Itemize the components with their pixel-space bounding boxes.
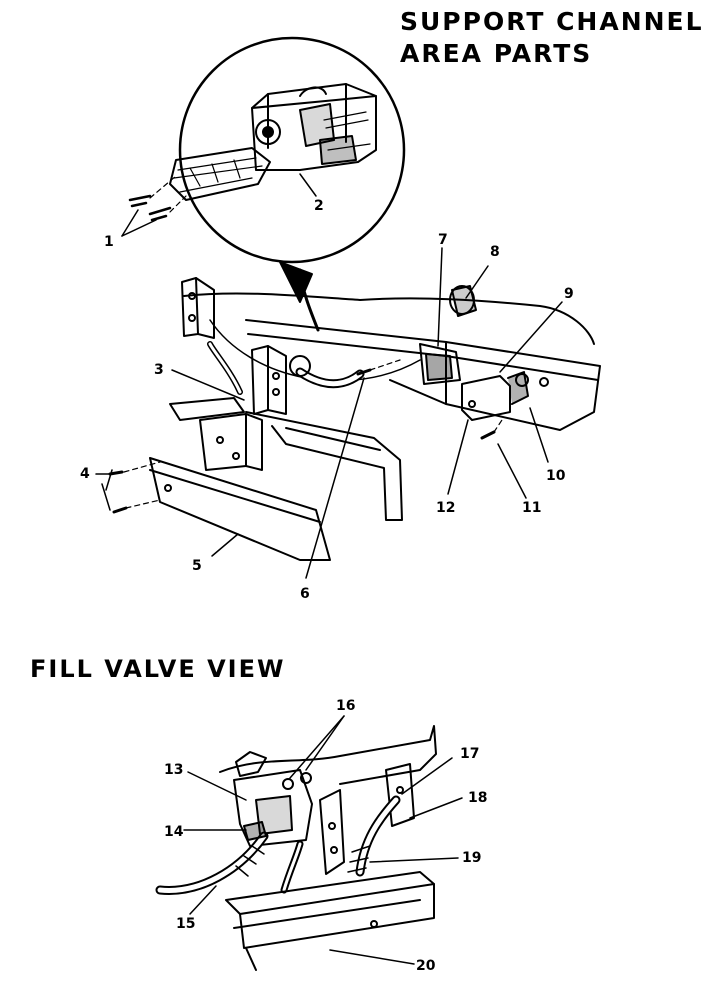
callout-20: 20 xyxy=(416,958,436,974)
screw-pair-4 xyxy=(101,461,161,514)
callout-19: 19 xyxy=(462,850,481,866)
callout-4: 4 xyxy=(80,466,90,482)
callout-7: 7 xyxy=(438,232,448,248)
callout-12: 12 xyxy=(436,500,455,516)
callout-2: 2 xyxy=(314,198,324,214)
fill-valve-view-drawing xyxy=(155,725,437,971)
callout-15: 15 xyxy=(176,916,195,932)
callout-17: 17 xyxy=(460,746,479,762)
callout-6: 6 xyxy=(300,586,310,602)
callout-1: 1 xyxy=(104,234,114,250)
fill-valve-view-title: FILL VALVE VIEW xyxy=(30,655,286,683)
pointer-arrow-icon xyxy=(279,261,313,303)
callout-13: 13 xyxy=(164,762,183,778)
support-channel-assembly xyxy=(149,277,601,561)
callout-8: 8 xyxy=(490,244,500,260)
callout-leaders-fill-valve xyxy=(183,715,463,965)
diagram-title-line-1: SUPPORT CHANNEL xyxy=(400,7,704,36)
diagram-title-line-2: AREA PARTS xyxy=(400,39,593,68)
callout-5: 5 xyxy=(192,558,202,574)
callout-16: 16 xyxy=(336,698,355,714)
callout-14: 14 xyxy=(164,824,184,840)
callout-3: 3 xyxy=(154,362,164,378)
callout-9: 9 xyxy=(564,286,574,302)
callout-numbers: 1 2 3 4 5 6 7 8 9 10 11 12 13 14 15 16 1… xyxy=(80,198,574,974)
callout-18: 18 xyxy=(468,790,487,806)
callout-11: 11 xyxy=(522,500,541,516)
callout-10: 10 xyxy=(546,468,566,484)
detail-magnifier-circle xyxy=(128,36,406,264)
callout-leaders-top xyxy=(95,173,563,579)
